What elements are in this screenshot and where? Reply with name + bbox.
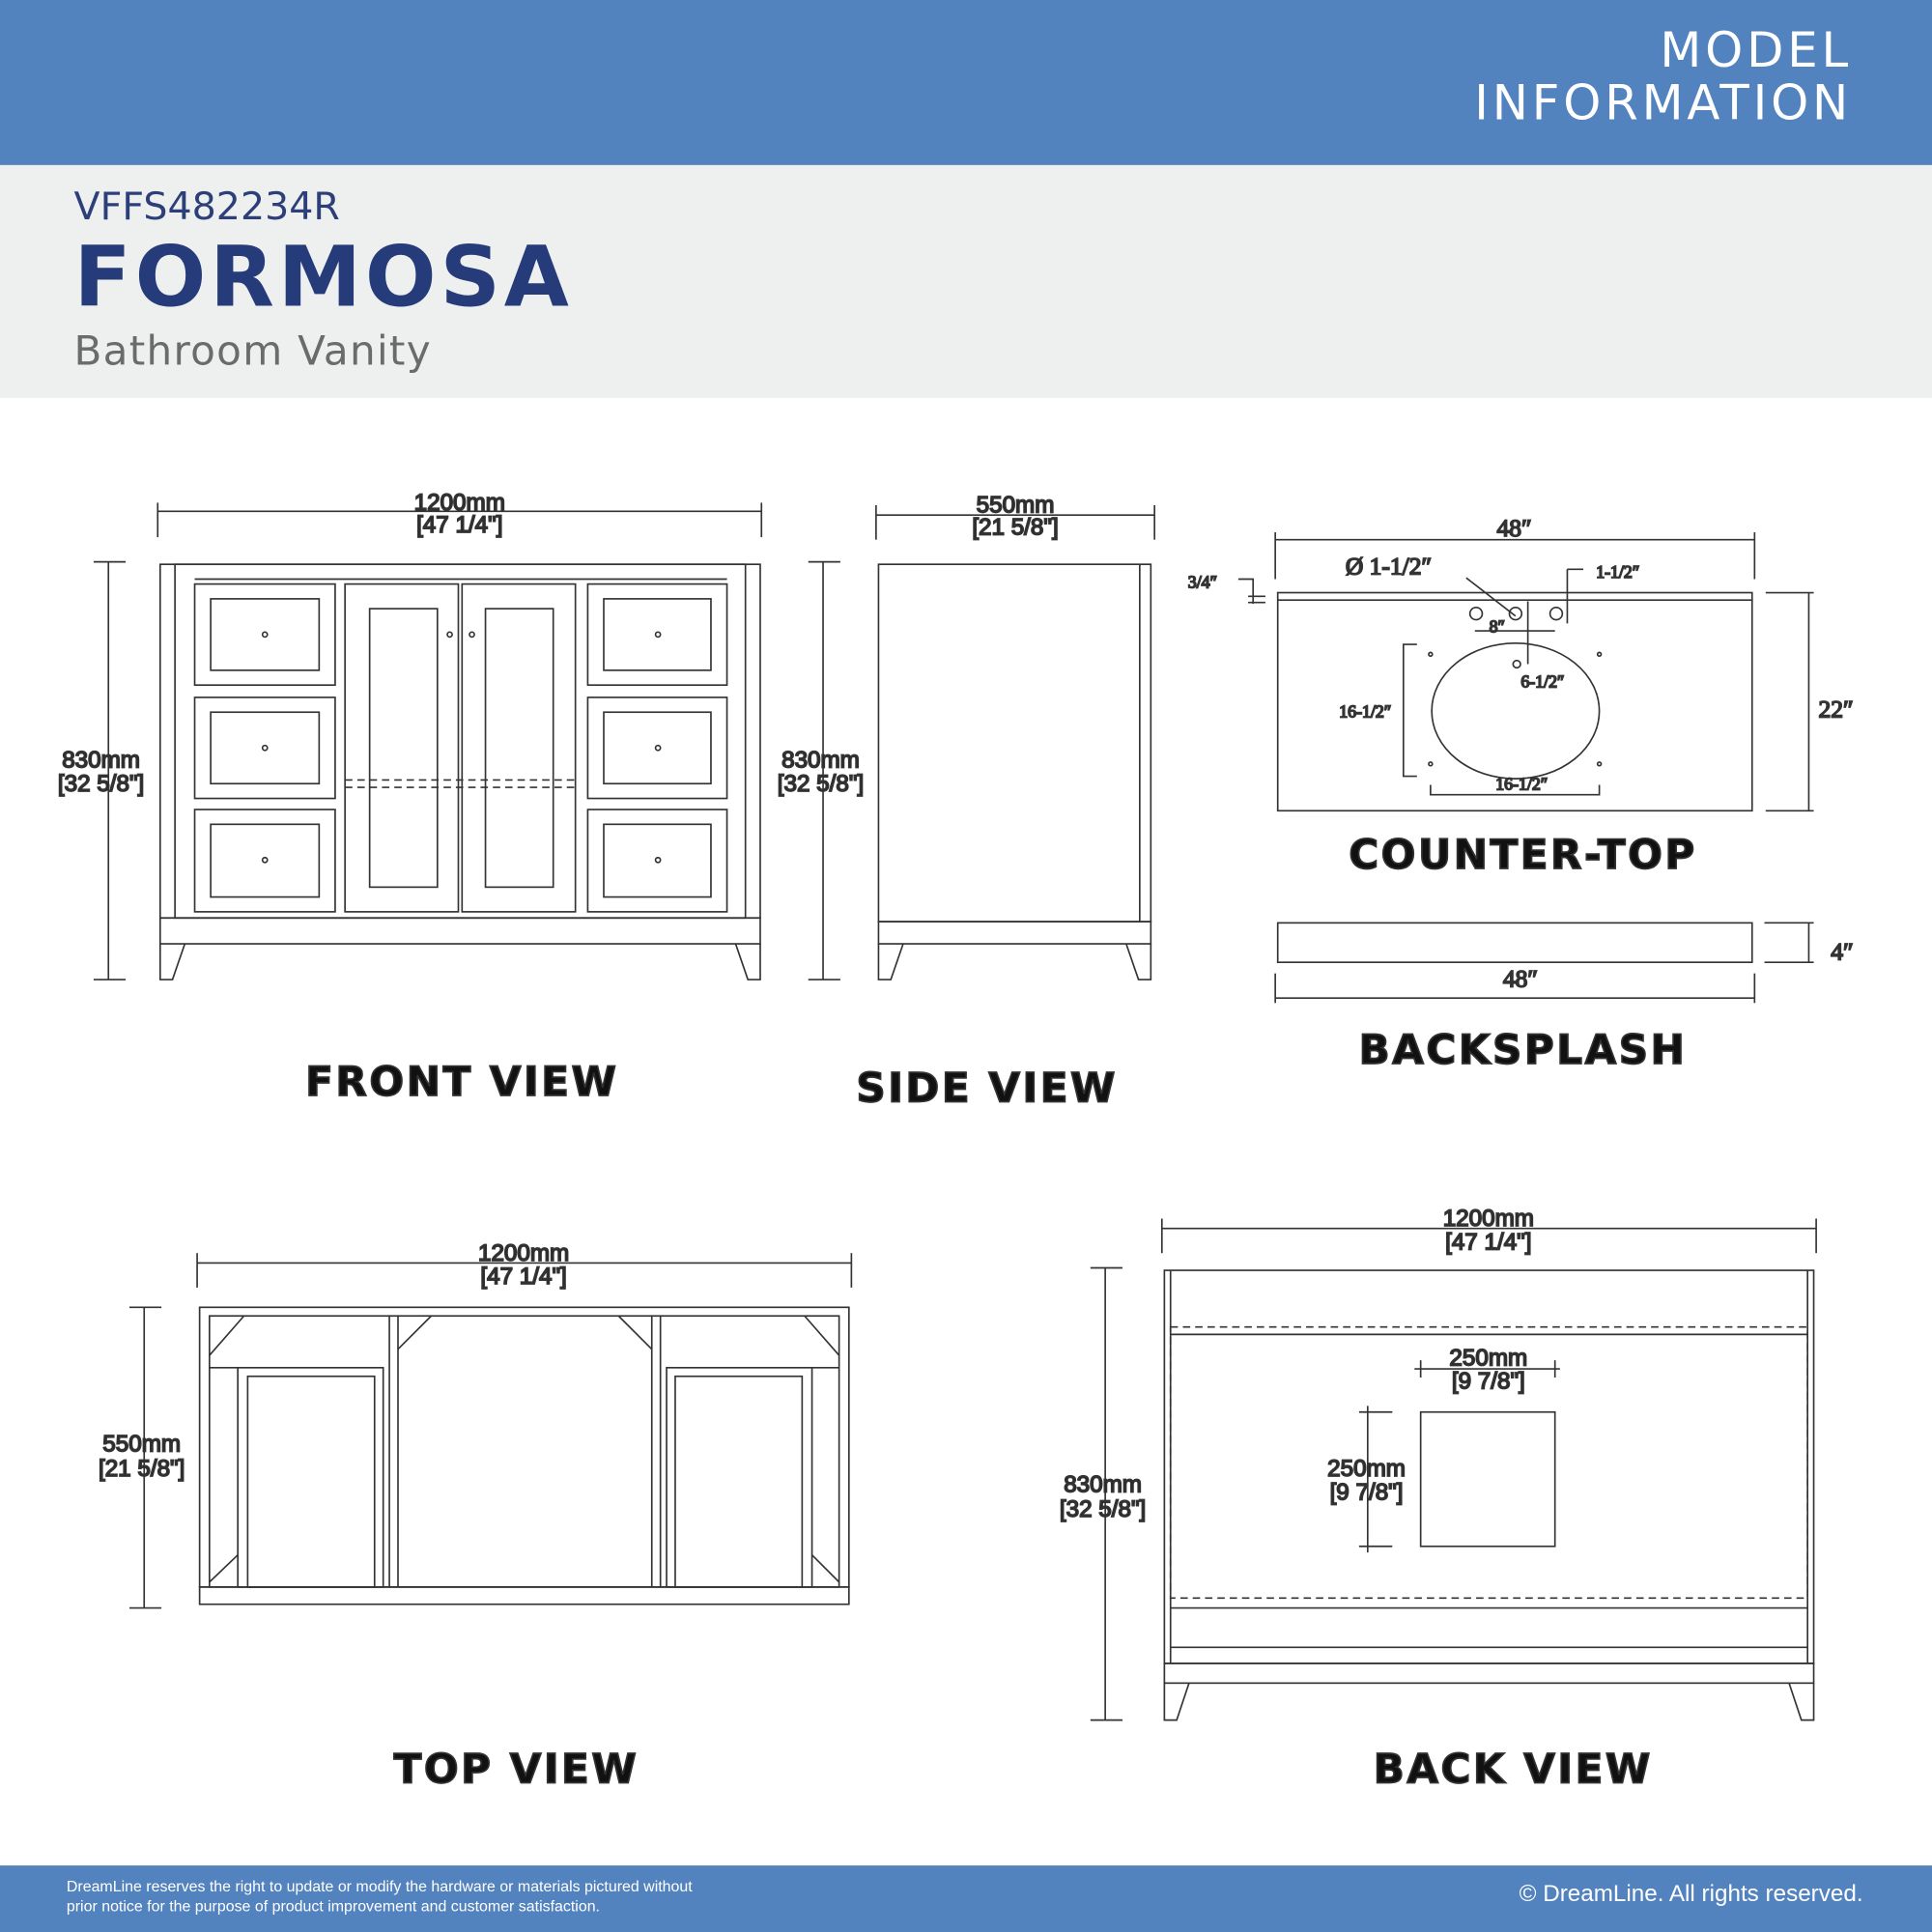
cutout-width-mm: 250mm bbox=[1449, 1345, 1527, 1371]
top-view-drawing: 1200mm [47 1/4"] 550mm [21 5/8"] bbox=[98, 1239, 853, 1609]
footer-bar: DreamLine reserves the right to update o… bbox=[0, 1865, 1932, 1932]
disclaimer: DreamLine reserves the right to update o… bbox=[67, 1877, 831, 1917]
side-height-mm: 830mm bbox=[781, 748, 860, 774]
cutout-height-in: [9 7/8"] bbox=[1330, 1479, 1404, 1505]
front-width-in: [47 1/4"] bbox=[416, 512, 502, 538]
front-width-mm: 1200mm bbox=[414, 490, 505, 516]
front-height-in: [32 5/8"] bbox=[58, 771, 144, 797]
front-view-label: FRONT VIEW bbox=[305, 1058, 618, 1105]
model-number: VFFS482234R bbox=[73, 185, 340, 230]
back-width-mm: 1200mm bbox=[1443, 1206, 1534, 1232]
side-view-drawing: 550mm [21 5/8"] 830mm [32 5/8"] bbox=[777, 492, 1155, 980]
side-height-in: [32 5/8"] bbox=[778, 771, 864, 797]
front-height-mm: 830mm bbox=[62, 748, 140, 774]
countertop-drawing: 48″ 3/4″ 22″ Ø 1-1/2″ 1-1/2″ 8″ 6-1/2″ 1… bbox=[1187, 513, 1854, 812]
cutout-height-mm: 250mm bbox=[1327, 1456, 1406, 1482]
hole-offset: 1-1/2″ bbox=[1596, 562, 1639, 582]
countertop-label: COUNTER-TOP bbox=[1349, 831, 1697, 878]
side-depth-in: [21 5/8"] bbox=[972, 515, 1058, 541]
sink-width: 16-1/2″ bbox=[1495, 775, 1548, 794]
header-title: MODEL INFORMATION bbox=[1474, 25, 1852, 131]
top-width-mm: 1200mm bbox=[478, 1240, 569, 1266]
countertop-width: 48″ bbox=[1497, 514, 1532, 542]
header-title-line2: INFORMATION bbox=[1474, 76, 1853, 132]
cutout-width-in: [9 7/8"] bbox=[1452, 1368, 1525, 1394]
side-depth-mm: 550mm bbox=[977, 493, 1055, 519]
product-band bbox=[0, 164, 1932, 398]
disclaimer-line1: DreamLine reserves the right to update o… bbox=[66, 1877, 693, 1895]
top-depth-mm: 550mm bbox=[102, 1432, 181, 1458]
top-width-in: [47 1/4"] bbox=[480, 1264, 566, 1290]
front-view-drawing: 1200mm [47 1/4"] 830mm [32 5/8"] bbox=[57, 489, 763, 980]
product-name: FORMOSA bbox=[73, 229, 573, 327]
top-depth-in: [21 5/8"] bbox=[99, 1456, 185, 1482]
faucet-to-sink: 6-1/2″ bbox=[1520, 672, 1564, 692]
faucet-spread: 8″ bbox=[1490, 616, 1505, 636]
backsplash-label: BACKSPLASH bbox=[1359, 1026, 1688, 1073]
product-category: Bathroom Vanity bbox=[73, 327, 432, 375]
header-bar: MODEL INFORMATION bbox=[0, 0, 1932, 165]
disclaimer-line2: prior notice for the purpose of product … bbox=[66, 1897, 600, 1916]
countertop-depth: 22″ bbox=[1818, 695, 1853, 723]
faucet-hole-diameter: Ø 1-1/2″ bbox=[1346, 552, 1432, 580]
back-width-in: [47 1/4"] bbox=[1445, 1229, 1531, 1255]
countertop-thickness: 3/4″ bbox=[1188, 572, 1217, 591]
back-height-mm: 830mm bbox=[1064, 1472, 1142, 1498]
back-height-in: [32 5/8"] bbox=[1060, 1496, 1146, 1522]
back-view-drawing: 1200mm [47 1/4"] 830mm [32 5/8"] 250mm [… bbox=[1059, 1205, 1817, 1721]
side-view-label: SIDE VIEW bbox=[856, 1064, 1118, 1111]
sink-depth: 16-1/2″ bbox=[1339, 701, 1391, 721]
top-view-label: TOP VIEW bbox=[394, 1746, 639, 1793]
header-title-line1: MODEL bbox=[1660, 23, 1853, 79]
copyright: © DreamLine. All rights reserved. bbox=[1519, 1881, 1863, 1908]
back-view-label: BACK VIEW bbox=[1374, 1746, 1653, 1793]
backsplash-drawing: 4″ 48″ bbox=[1274, 922, 1854, 1004]
backsplash-width: 48″ bbox=[1503, 965, 1538, 993]
backsplash-height: 4″ bbox=[1831, 938, 1853, 966]
